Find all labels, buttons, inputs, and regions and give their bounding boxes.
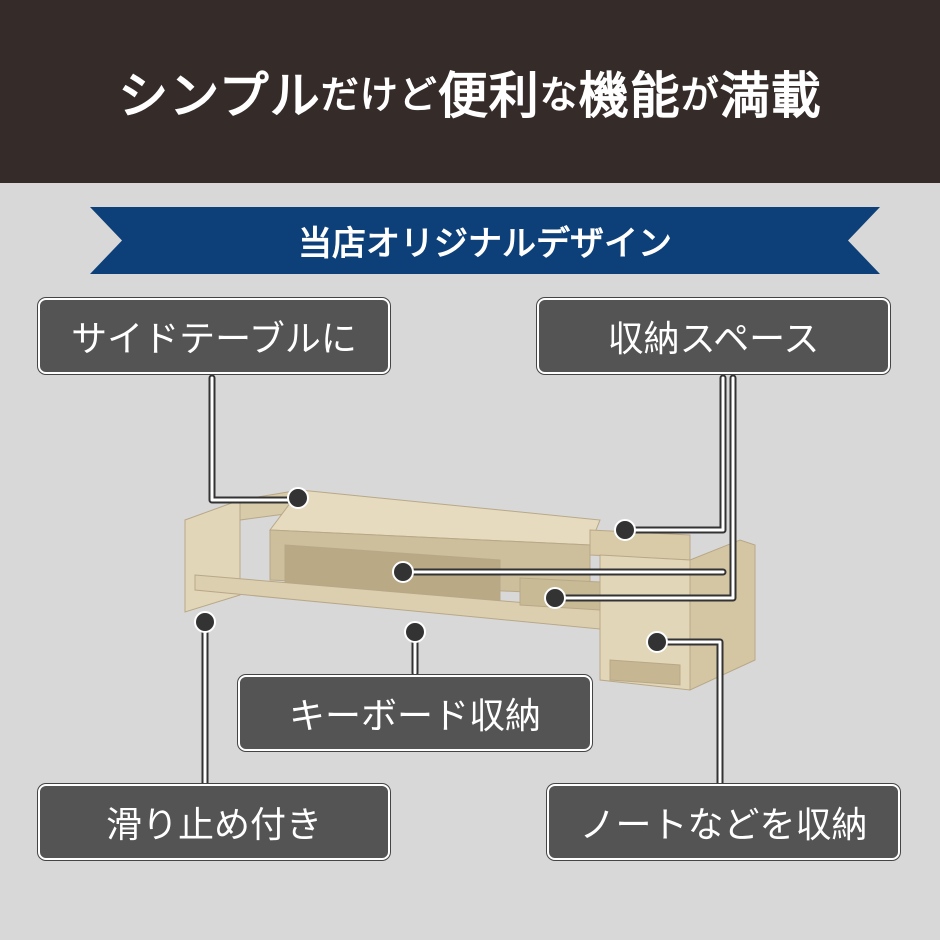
headline-part: シンプル <box>118 66 321 125</box>
headline: シンプルだけど便利な機能が満載 <box>0 0 940 183</box>
ribbon-banner <box>90 207 880 274</box>
label-side-table: サイドテーブルに <box>38 298 390 374</box>
label-notebook-storage: ノートなどを収納 <box>547 784 900 860</box>
headline-part: だけど <box>320 73 438 117</box>
callout-lines <box>201 374 737 787</box>
shelf-product <box>184 489 756 691</box>
label-anti-slip: 滑り止め付き <box>38 784 390 860</box>
label-keyboard-storage: キーボード収納 <box>238 675 592 751</box>
headline-part: な <box>539 73 579 117</box>
label-storage-space: 収納スペース <box>537 298 890 374</box>
headline-part: 機能 <box>578 66 681 125</box>
ribbon-text: 当店オリジナルデザイン <box>298 224 672 264</box>
headline-part: 便利 <box>437 66 540 125</box>
headline-part: が <box>680 73 720 117</box>
headline-part: 満載 <box>719 66 822 125</box>
callout-dots <box>194 487 668 653</box>
